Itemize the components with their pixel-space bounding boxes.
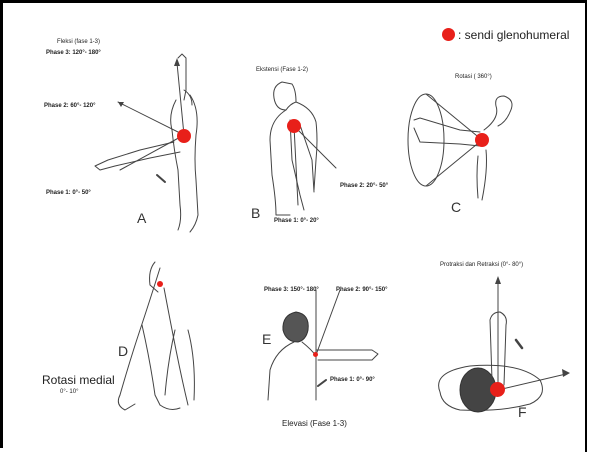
panel-b-figure [270, 82, 336, 215]
joint-marker-c [475, 133, 489, 147]
joint-marker-f [490, 382, 505, 397]
panel-c-figure [408, 94, 512, 200]
panel-e-figure [268, 290, 378, 400]
panel-e-phase2: Phase 2: 90°- 150° [336, 287, 388, 293]
joint-marker-e [313, 352, 318, 357]
panel-e-title: Elevasi (Fase 1-3) [282, 420, 347, 428]
panel-f-letter: F [518, 405, 527, 419]
joint-marker-a [177, 129, 191, 143]
panel-b-phase1: Phase 1: 0°- 20° [274, 218, 319, 224]
panel-a-phase1: Phase 1: 0°- 50° [46, 190, 91, 196]
panel-a-phase3: Phase 3: 120°- 180° [46, 50, 101, 56]
panel-b-letter: B [251, 206, 260, 220]
panel-a-phase2: Phase 2: 60°- 120° [44, 103, 96, 109]
panel-a-figure [95, 54, 198, 232]
joint-marker-b [287, 119, 301, 133]
legend-joint-dot [442, 28, 455, 41]
panel-e-letter: E [262, 332, 271, 346]
panel-f-title: Protraksi dan Retraksi (0°- 80°) [440, 262, 523, 268]
panel-b-phase2: Phase 2: 20°- 50° [340, 183, 388, 189]
panel-d-letter: D [118, 344, 128, 358]
legend-label: : sendi glenohumeral [458, 29, 569, 41]
panel-b-title: Ekstensi (Fase 1-2) [256, 67, 308, 73]
panel-e-phase3: Phase 3: 150°- 180° [264, 287, 319, 293]
panel-a-title: Fleksi (fase 1-3) [57, 39, 100, 45]
panel-c-title: Rotasi ( 360°) [455, 74, 492, 80]
panel-a-letter: A [137, 211, 146, 225]
joint-marker-d [157, 281, 163, 287]
panel-c-letter: C [451, 200, 461, 214]
panel-d-title: Rotasi medial [42, 374, 115, 386]
panel-d-range: 0°- 10° [60, 389, 78, 395]
panel-e-phase1: Phase 1: 0°- 90° [330, 377, 375, 383]
